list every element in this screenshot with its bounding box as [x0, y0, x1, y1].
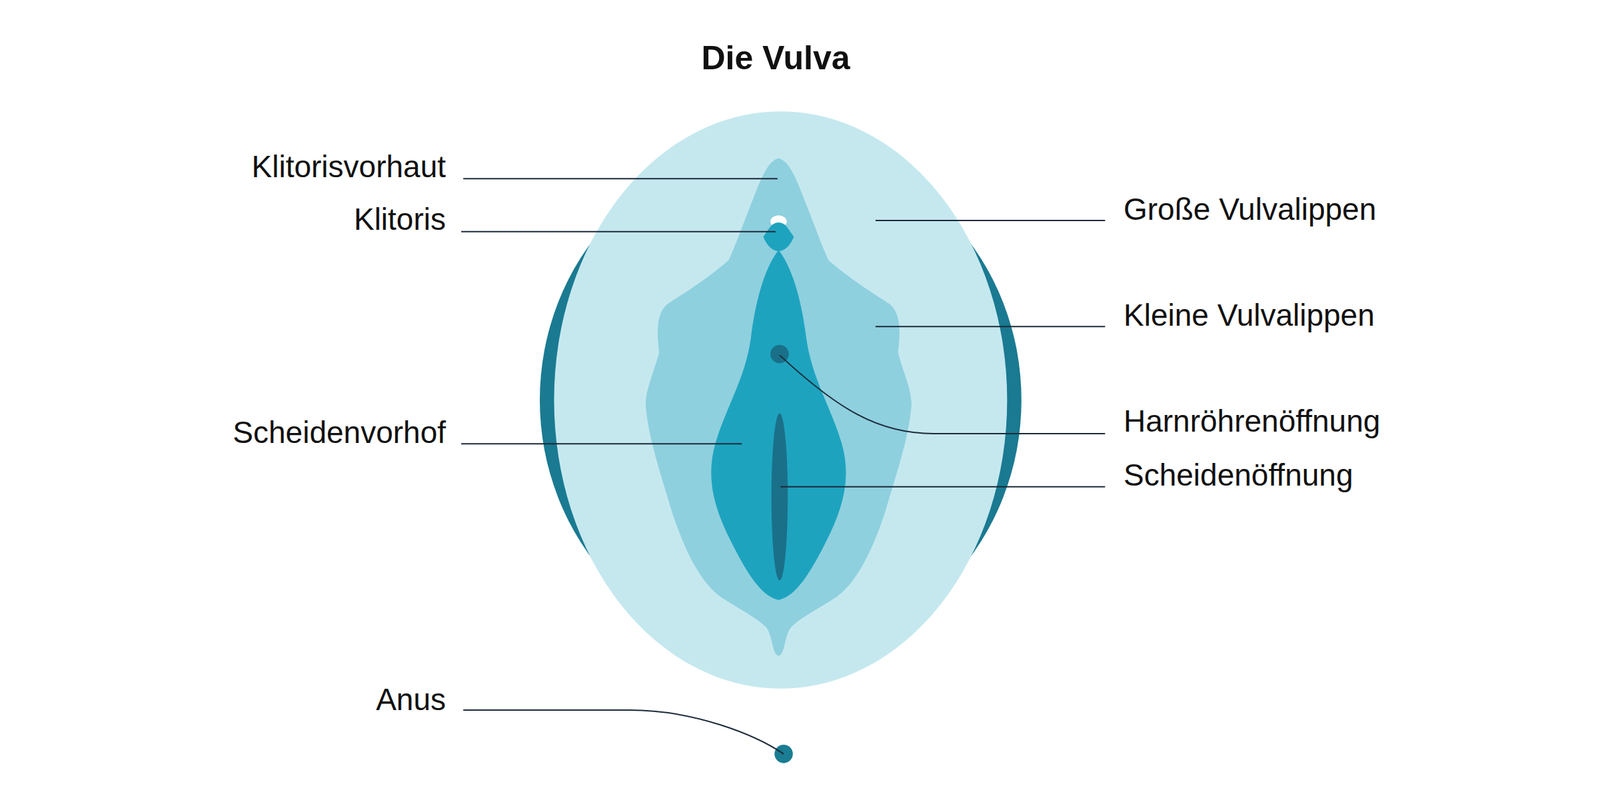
leader-line — [779, 355, 1105, 434]
leader-line — [875, 325, 1106, 328]
part-label: Anus — [375, 683, 446, 718]
part-label: Harnröhrenöffnung — [1123, 404, 1381, 439]
part-label: Klitoris — [353, 202, 446, 237]
vaginal-opening — [771, 413, 789, 581]
leader-line — [461, 443, 742, 445]
clitoris — [763, 222, 794, 252]
leader-line — [463, 710, 784, 755]
part-label: Klitorisvorhaut — [251, 149, 446, 184]
part-label: Kleine Vulvalippen — [1123, 298, 1375, 333]
labia-minora — [645, 158, 912, 657]
part-label: Scheidenöffnung — [1123, 458, 1353, 493]
leader-line — [875, 219, 1106, 222]
leader-line — [780, 486, 1105, 488]
part-label: Scheidenvorhof — [232, 415, 446, 450]
leader-lines — [461, 178, 1105, 755]
leader-line — [463, 177, 778, 180]
labia-majora — [553, 111, 1007, 690]
vestibule — [711, 249, 846, 600]
part-label: Große Vulvalippen — [1123, 192, 1377, 227]
leader-line — [461, 231, 776, 233]
diagram-title: Die Vulva — [701, 39, 850, 77]
